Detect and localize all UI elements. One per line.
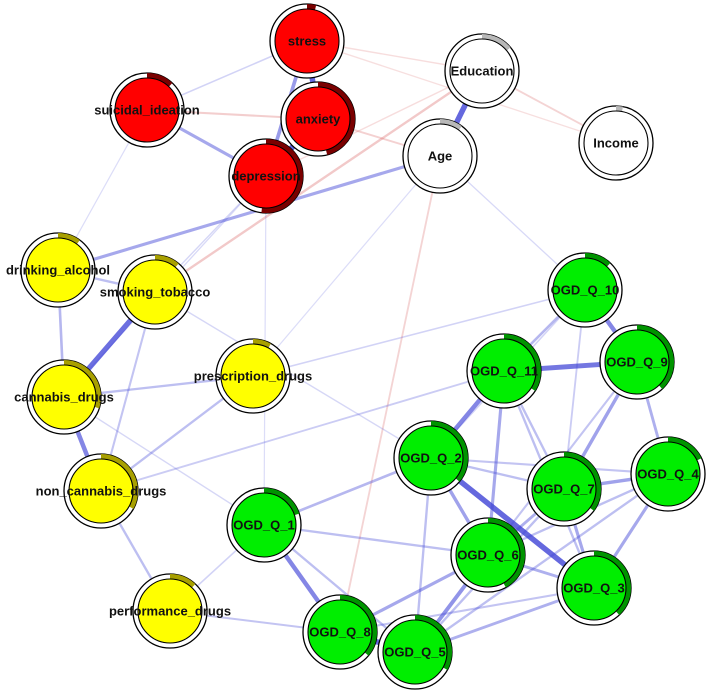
node-cannabis_drugs: cannabis_drugs [14,359,114,435]
node-Income: Income [578,105,654,181]
node-OGD_Q_5: OGD_Q_5 [377,614,453,690]
node-label-OGD_Q_4: OGD_Q_4 [637,467,699,482]
node-OGD_Q_8: OGD_Q_8 [302,594,378,670]
edge-OGD_Q_1-OGD_Q_6 [262,523,490,557]
node-OGD_Q_11: OGD_Q_11 [466,333,542,409]
node-label-cannabis_drugs: cannabis_drugs [14,390,114,405]
node-fill [561,555,627,621]
node-label-OGD_Q_1: OGD_Q_1 [233,518,294,533]
node-label-OGD_Q_7: OGD_Q_7 [533,482,594,497]
node-fill [382,619,448,685]
node-fill [407,123,473,189]
node-fill [220,343,286,409]
node-label-OGD_Q_9: OGD_Q_9 [606,355,667,370]
node-fill [231,492,297,558]
edge-Age-OGD_Q_8 [339,155,441,633]
node-fill [455,522,521,588]
node-fill [449,38,515,104]
node-label-non_cannabis_drugs: non_cannabis_drugs [36,484,167,499]
node-fill [31,364,97,430]
node-OGD_Q_2: OGD_Q_2 [393,420,469,496]
node-OGD_Q_3: OGD_Q_3 [556,550,632,626]
node-label-OGD_Q_8: OGD_Q_8 [309,625,370,640]
node-label-OGD_Q_5: OGD_Q_5 [384,645,445,660]
edge-OGD_Q_4-OGD_Q_5 [413,472,670,654]
edge-cannabis_drugs-OGD_Q_1 [63,396,265,526]
node-label-depression: depression [231,169,300,184]
node-label-suicidal_ideation: suicidal_ideation [94,103,200,118]
edge-non_cannabis_drugs-OGD_Q_11 [100,370,505,492]
node-label-OGD_Q_6: OGD_Q_6 [457,548,518,563]
edge-OGD_Q_8-OGD_Q_3 [338,586,596,634]
node-suicidal_ideation: suicidal_ideation [94,72,200,148]
node-OGD_Q_10: OGD_Q_10 [547,252,623,328]
edge-prescription_drugs-OGD_Q_10 [252,289,586,377]
node-label-OGD_Q_3: OGD_Q_3 [563,581,624,596]
node-smoking_tobacco: smoking_tobacco [100,254,211,330]
node-label-OGD_Q_11: OGD_Q_11 [470,364,538,379]
node-fill [307,599,373,665]
node-Age: Age [402,118,478,194]
node-fill [274,8,340,74]
node-fill [285,86,351,152]
edge-Age-prescription_drugs [252,155,441,377]
node-fill [122,259,188,325]
node-prescription_drugs: prescription_drugs [194,338,312,414]
node-OGD_Q_4: OGD_Q_4 [630,436,706,512]
node-non_cannabis_drugs: non_cannabis_drugs [36,453,167,529]
node-label-OGD_Q_10: OGD_Q_10 [551,283,620,298]
node-fill [635,441,701,507]
node-fill [25,237,91,303]
node-drinking_alcohol: drinking_alcohol [6,232,110,308]
node-stress: stress [269,3,345,79]
node-OGD_Q_7: OGD_Q_7 [526,451,602,527]
edge-Education-smoking_tobacco [153,69,484,294]
node-label-Age: Age [428,149,453,164]
node-label-drinking_alcohol: drinking_alcohol [6,263,110,278]
node-label-Income: Income [593,136,639,151]
node-fill [531,456,597,522]
node-label-smoking_tobacco: smoking_tobacco [100,285,211,300]
node-fill [68,458,134,524]
node-OGD_Q_9: OGD_Q_9 [599,324,675,400]
node-fill [471,338,537,404]
node-anxiety: anxiety [280,81,356,157]
node-depression: depression [228,138,304,214]
node-OGD_Q_6: OGD_Q_6 [450,517,526,593]
edge-Age-drinking_alcohol [56,154,442,272]
node-label-anxiety: anxiety [296,112,342,127]
node-fill [233,143,299,209]
node-label-Education: Education [451,64,514,79]
edge-smoking_tobacco-OGD_Q_2 [154,291,432,459]
node-fill [552,257,618,323]
node-fill [583,110,649,176]
node-label-OGD_Q_2: OGD_Q_2 [400,451,461,466]
node-label-stress: stress [288,34,326,49]
edge-depression-Education [265,70,483,177]
node-fill [114,77,180,143]
node-label-performance_drugs: performance_drugs [109,604,231,619]
node-fill [137,578,203,644]
node-label-prescription_drugs: prescription_drugs [194,369,312,384]
node-OGD_Q_1: OGD_Q_1 [226,487,302,563]
node-performance_drugs: performance_drugs [109,573,231,649]
node-layer: stress anxiety suicidal_ideation depression… [6,3,706,690]
node-fill [604,329,670,395]
node-fill [398,425,464,491]
node-Education: Education [444,33,520,109]
